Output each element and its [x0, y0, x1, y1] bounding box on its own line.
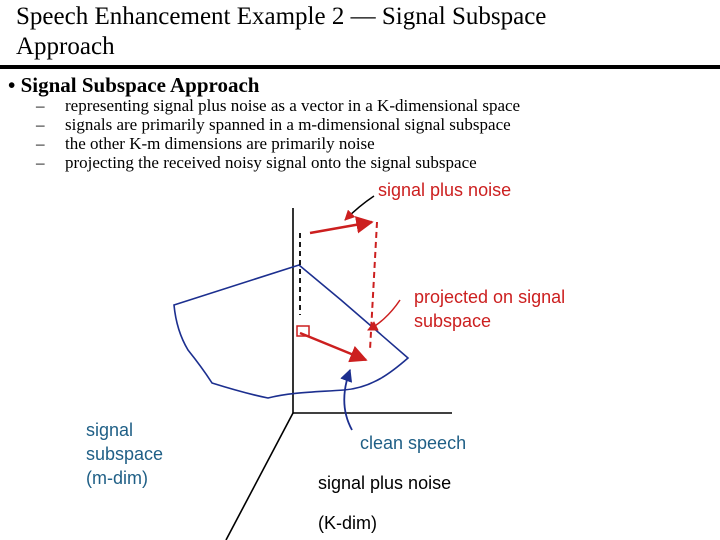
dash-marker: – [36, 115, 45, 134]
signal-subspace-line-2: subspace [86, 444, 164, 464]
clean-speech-label: clean speech [360, 433, 467, 453]
callout-arrow-projected [367, 299, 401, 331]
dash-marker: – [36, 96, 45, 115]
projected-vector [299, 331, 368, 363]
signal-subspace-plane [173, 264, 410, 399]
sub-bullet-item: – signals are primarily spanned in a m-di… [36, 115, 520, 134]
sub-bullet-text: representing signal plus noise as a vect… [65, 96, 521, 115]
slide-title: Speech Enhancement Example 2 — Signal Su… [16, 2, 706, 62]
projection-drop-line-right [369, 221, 378, 351]
dash-marker: – [36, 134, 45, 153]
signal-subspace-line-1: signal [86, 420, 134, 440]
projected-label-line-2: subspace [414, 311, 492, 331]
signal-plus-noise-vector [309, 216, 374, 235]
signal-plus-noise-space-label: signal plus noise [318, 473, 452, 493]
sub-bullet-text: the other K-m dimensions are primarily n… [65, 134, 375, 153]
axis-diagonal [225, 412, 294, 540]
sub-bullet-item: – projecting the received noisy signal on… [36, 153, 520, 172]
signal-plus-noise-label: signal plus noise [378, 180, 512, 200]
title-line-1: Speech Enhancement Example 2 — Signal Su… [16, 3, 547, 30]
callout-arrow-clean-speech [340, 368, 353, 431]
k-dim-label: (K-dim) [318, 513, 377, 533]
projected-on-subspace-label: projected on signal subspace [414, 285, 565, 333]
title-divider [0, 65, 720, 69]
sub-bullet-list: – representing signal plus noise as a vec… [36, 96, 520, 172]
signal-subspace-line-3: (m-dim) [86, 468, 148, 488]
projected-label-line-1: projected on signal [414, 287, 566, 307]
main-bullet: • Signal Subspace Approach [8, 73, 260, 97]
right-angle-marker [296, 325, 310, 337]
sub-bullet-item: – the other K-m dimensions are primarily … [36, 134, 520, 153]
sub-bullet-item: – representing signal plus noise as a vec… [36, 96, 520, 115]
callout-arrow-signal-plus-noise [344, 195, 375, 221]
sub-bullet-text: projecting the received noisy signal ont… [65, 153, 477, 172]
sub-bullet-text: signals are primarily spanned in a m-dim… [65, 115, 511, 134]
title-line-2: Approach [16, 33, 115, 60]
dash-marker: – [36, 153, 45, 172]
signal-subspace-label: signal subspace (m-dim) [86, 418, 163, 490]
